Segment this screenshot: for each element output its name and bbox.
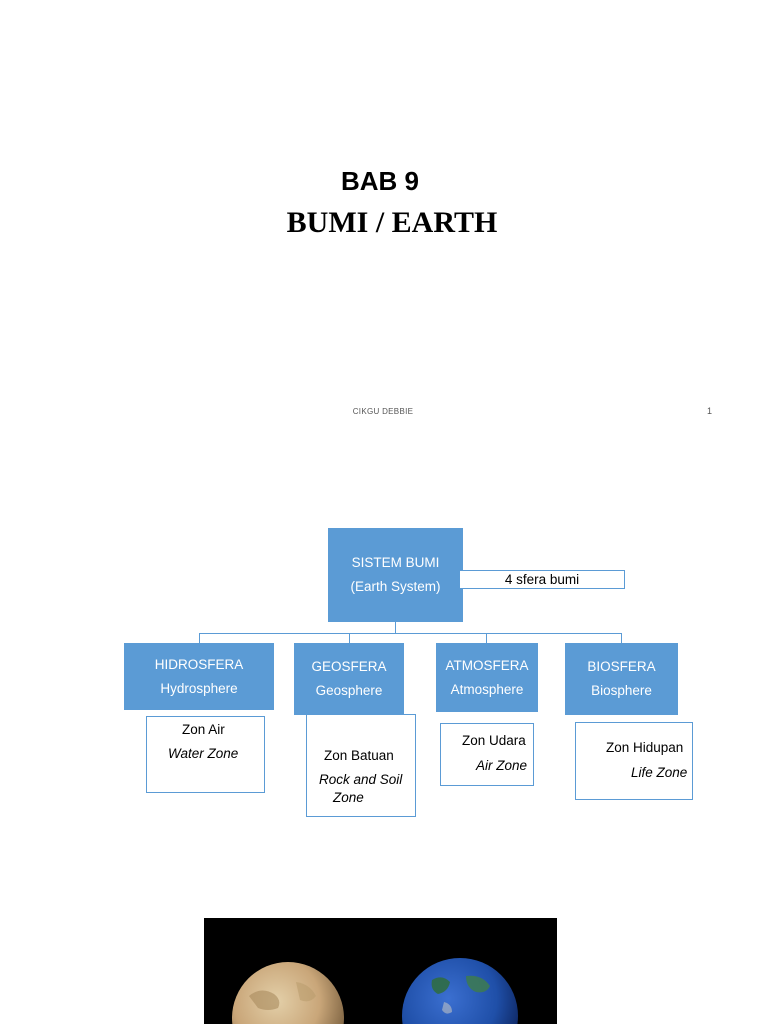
chapter-title: BUMI / EARTH — [286, 206, 498, 239]
geosfera-box: GEOSFERA Geosphere — [294, 643, 404, 715]
earth-system-box: SISTEM BUMI (Earth System) — [328, 528, 463, 622]
hidrosfera-english: Hydrosphere — [160, 680, 238, 696]
hidrosfera-box: HIDROSFERA Hydrosphere — [124, 643, 274, 710]
connector-root-down — [395, 622, 396, 633]
water-zone-box: Zon Air Water Zone — [146, 716, 265, 793]
atmosfera-english: Atmosphere — [450, 681, 524, 697]
life-zone-box: Zon Hidupan Life Zone — [575, 722, 693, 800]
air-zone-box: Zon Udara Air Zone — [440, 723, 534, 786]
earth-system-english: (Earth System) — [350, 579, 441, 594]
earth-globe-icon — [402, 958, 518, 1024]
rock-zone-english-line2: Zone — [333, 790, 364, 805]
life-zone-label: Zon Hidupan — [606, 740, 684, 755]
geosfera-english: Geosphere — [315, 683, 383, 698]
connector-horizontal — [199, 633, 622, 634]
rock-zone-english-line1: Rock and Soil — [319, 772, 403, 787]
connector-atmosfera — [486, 633, 487, 644]
planets-illustration — [204, 918, 557, 1024]
four-spheres-note: 4 sfera bumi — [459, 570, 625, 589]
biosfera-box: BIOSFERA Biosphere — [565, 643, 678, 715]
water-zone-label: Zon Air — [182, 722, 225, 737]
connector-hidrosfera — [199, 633, 200, 644]
hidrosfera-label: HIDROSFERA — [154, 656, 244, 672]
biosfera-english: Biosphere — [591, 683, 652, 698]
geosfera-label: GEOSFERA — [311, 659, 387, 674]
chapter-number-title: BAB 9 — [340, 166, 419, 196]
rock-zone-label: Zon Batuan — [324, 748, 394, 763]
four-spheres-note-text: 4 sfera bumi — [504, 572, 580, 587]
rock-zone-box: Zon Batuan Rock and Soil Zone — [306, 714, 416, 817]
connector-biosfera — [621, 633, 622, 644]
biosfera-label: BIOSFERA — [587, 659, 656, 674]
air-zone-label: Zon Udara — [462, 733, 526, 748]
earth-system-label: SISTEM BUMI — [351, 555, 440, 570]
planets-photo — [204, 918, 557, 1024]
footer-author: CIKGU DEBBIE — [352, 407, 414, 416]
connector-geosfera — [349, 633, 350, 644]
water-zone-english: Water Zone — [168, 746, 239, 761]
life-zone-english: Life Zone — [631, 765, 688, 780]
footer-page-number: 1 — [706, 406, 712, 416]
air-zone-english: Air Zone — [476, 758, 528, 773]
atmosfera-box: ATMOSFERA Atmosphere — [436, 643, 538, 712]
atmosfera-label: ATMOSFERA — [445, 657, 529, 673]
